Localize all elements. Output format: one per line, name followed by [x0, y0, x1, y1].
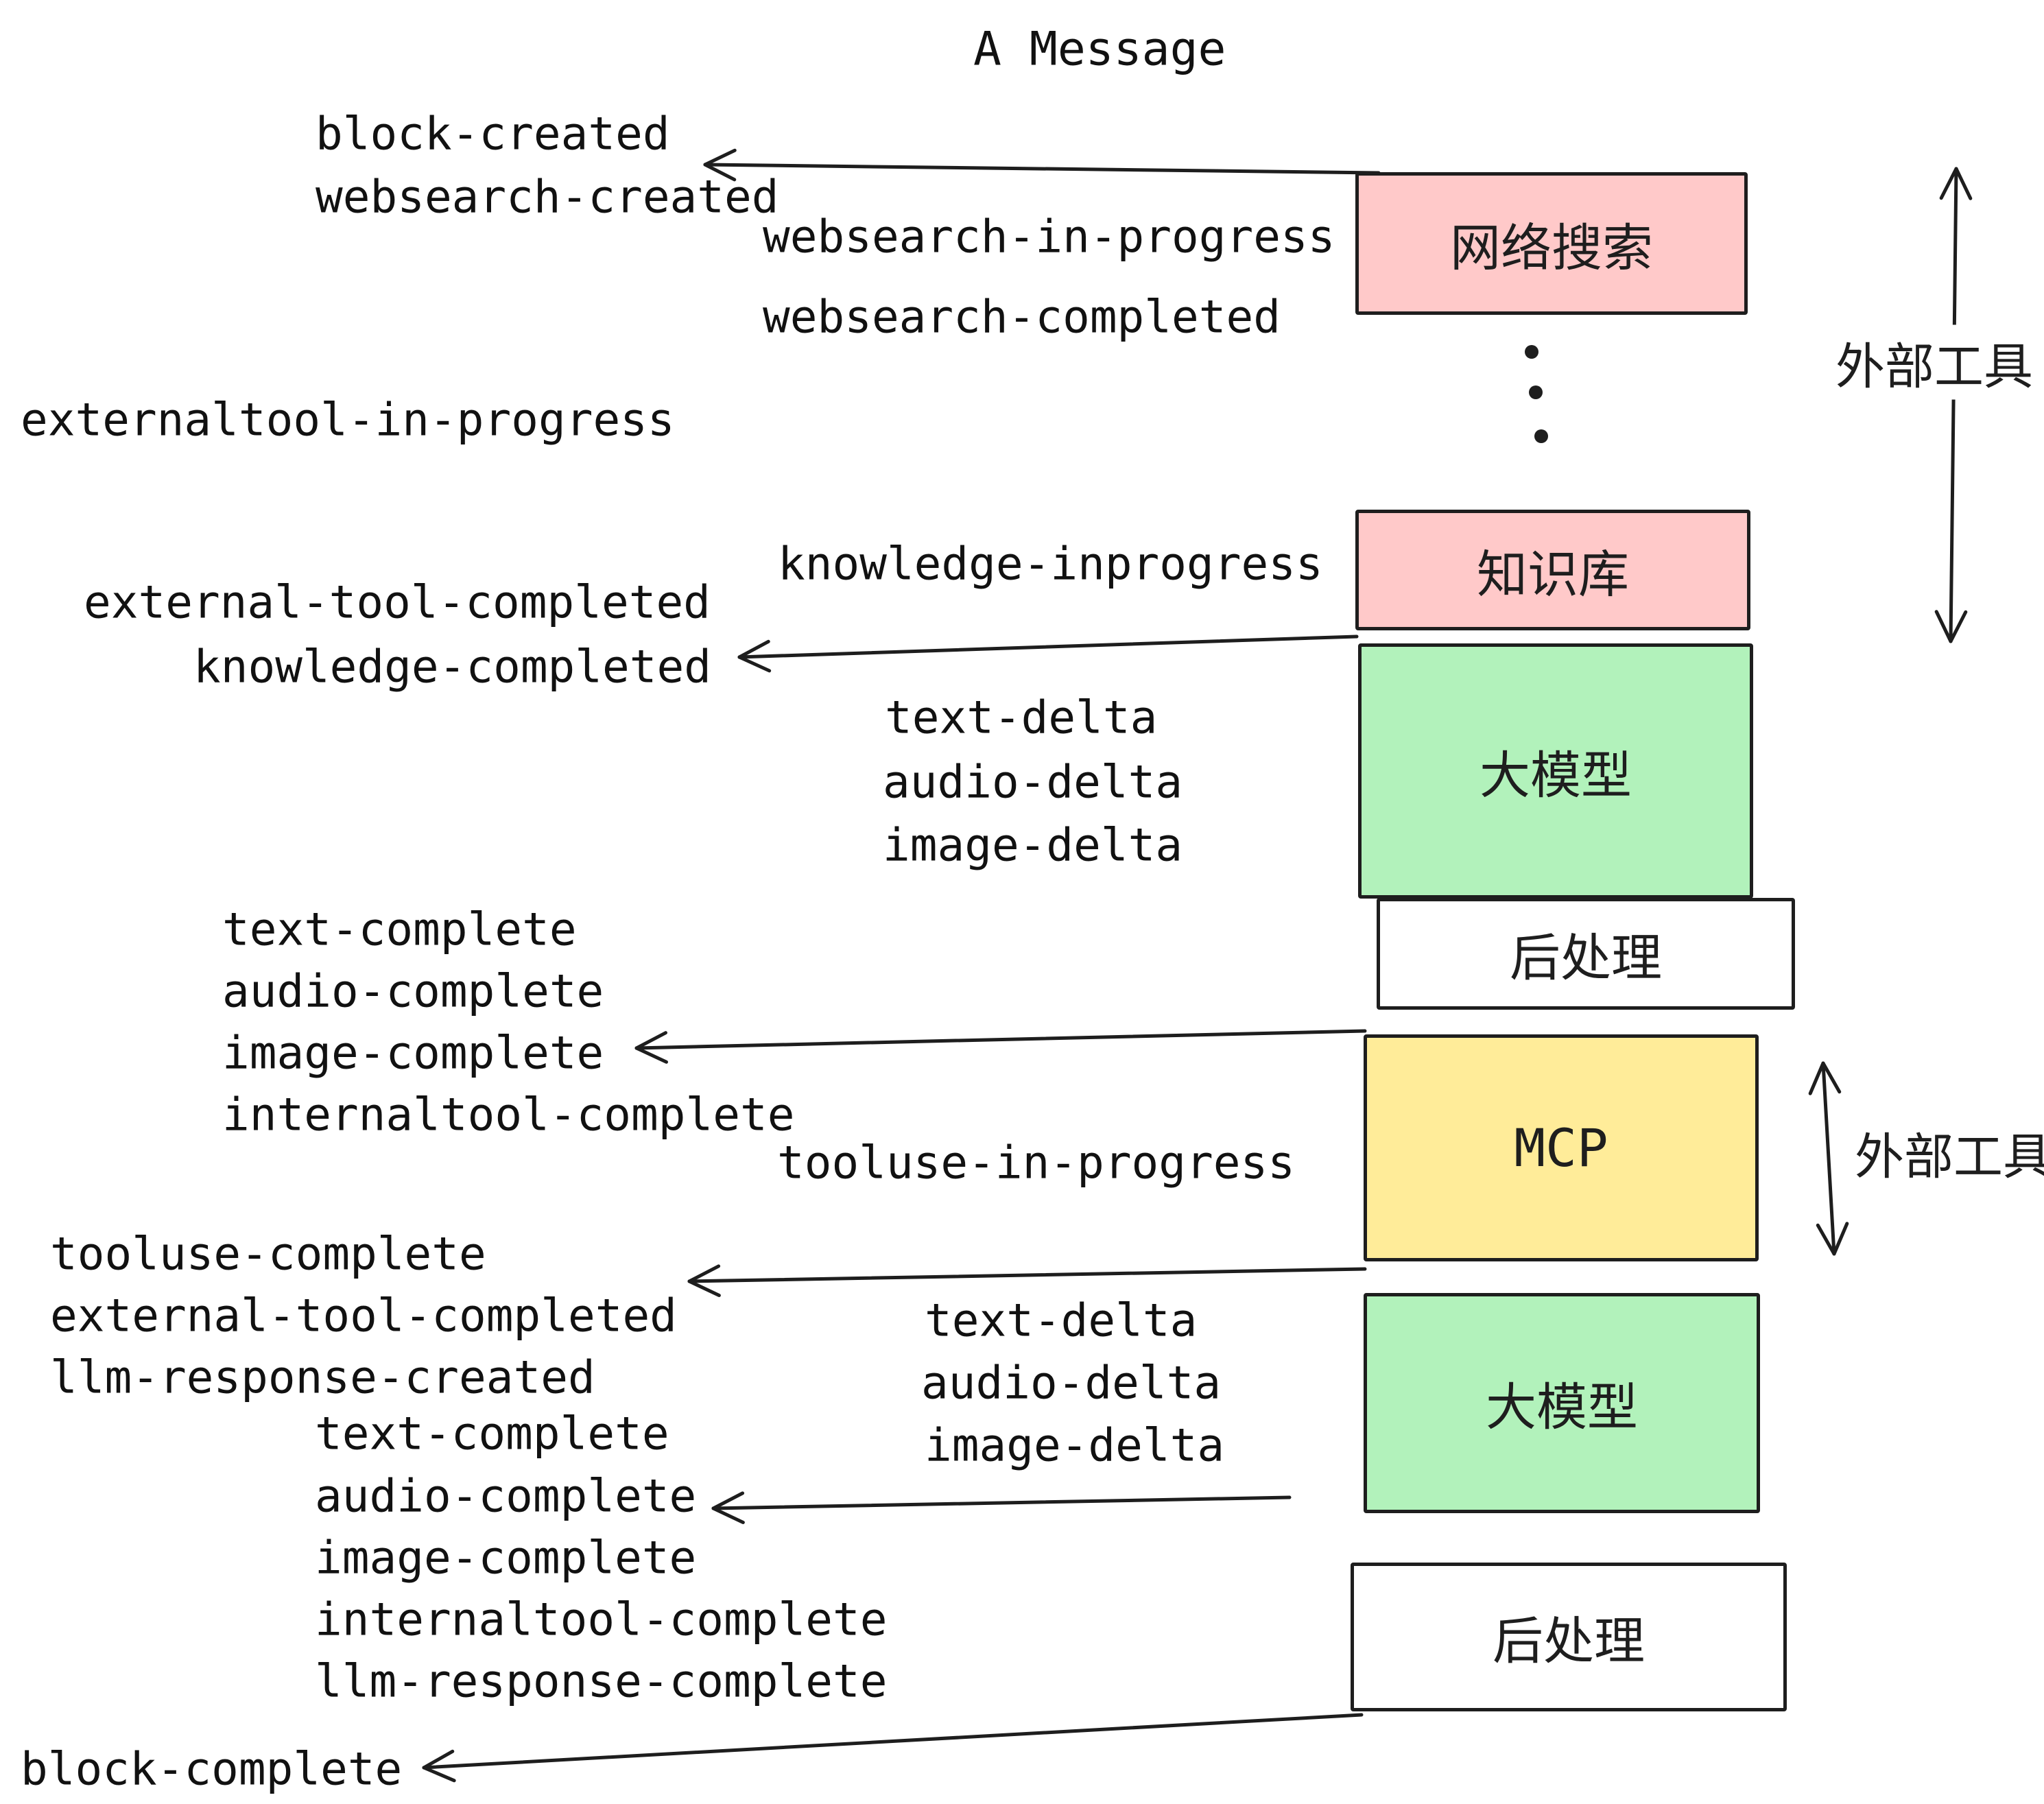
ellipsis-dot-3 [1534, 429, 1548, 443]
event-label-text-delta-2: text-delta [925, 1294, 1198, 1347]
node-label-llm-2: 大模型 [1486, 1378, 1638, 1437]
event-label-audio-delta-2: audio-delta [921, 1356, 1222, 1410]
node-label-websearch: 网络搜索 [1450, 218, 1653, 278]
ellipsis-dot-2 [1529, 385, 1543, 399]
event-label-websearch-completed: websearch-completed [763, 290, 1281, 344]
node-websearch: 网络搜索 [1355, 172, 1748, 315]
event-label-image-complete-2: image-complete [315, 1531, 697, 1585]
node-label-mcp: MCP [1514, 1117, 1608, 1178]
arrow-external-tools-span-2 [1821, 1061, 1836, 1256]
event-label-tooluse-complete: tooluse-complete [50, 1227, 486, 1281]
node-label-post-2: 后处理 [1493, 1612, 1645, 1671]
event-label-block-complete: block-complete [21, 1742, 403, 1796]
node-knowledge: 知识库 [1355, 510, 1750, 630]
arrow-arrow-to-audio-complete [711, 1495, 1292, 1510]
node-llm-1: 大模型 [1358, 643, 1753, 899]
event-label-internaltool-complete-2: internaltool-complete [315, 1593, 888, 1646]
node-mcp: MCP [1364, 1034, 1759, 1261]
event-label-text-complete-1: text-complete [222, 903, 577, 956]
event-label-websearch-in-progress: websearch-in-progress [763, 210, 1335, 263]
event-label-websearch-created: websearch-created [316, 170, 779, 224]
event-label-image-complete-1: image-complete [222, 1026, 604, 1080]
arrow-external-tools-span-1 [1949, 167, 1958, 643]
node-label-llm-1: 大模型 [1479, 746, 1632, 805]
node-post-2: 后处理 [1351, 1563, 1787, 1711]
side-label-external-tools-2: 外部工具 [1854, 1128, 2044, 1186]
event-label-externaltool-in-progress: externaltool-in-progress [21, 393, 675, 447]
node-label-post-1: 后处理 [1510, 929, 1662, 988]
event-label-knowledge-inprogress: knowledge-inprogress [778, 537, 1323, 591]
node-label-knowledge: 知识库 [1477, 545, 1629, 604]
event-label-llm-response-complete: llm-response-complete [315, 1654, 888, 1708]
arrow-arrow-to-image-complete [634, 1029, 1367, 1050]
event-label-audio-complete-1: audio-complete [222, 964, 604, 1018]
event-label-external-tool-completed-1: external-tool-completed [84, 575, 711, 629]
event-label-image-delta-1: image-delta [883, 818, 1183, 872]
arrow-arrow-to-knowledge-completed [737, 634, 1359, 659]
event-label-knowledge-completed: knowledge-completed [193, 640, 711, 693]
event-label-image-delta-2: image-delta [925, 1419, 1225, 1472]
event-label-audio-complete-2: audio-complete [315, 1469, 697, 1523]
event-label-external-tool-completed-2: external-tool-completed [50, 1289, 677, 1342]
diagram-title: A Message [973, 22, 1226, 77]
arrow-arrow-to-tooluse-complete [687, 1267, 1367, 1283]
event-label-text-delta-1: text-delta [885, 691, 1158, 744]
arrow-arrow-to-websearch-created [703, 163, 1381, 175]
event-label-audio-delta-1: audio-delta [883, 755, 1183, 809]
event-label-internaltool-complete-1: internaltool-complete [222, 1088, 795, 1141]
node-post-1: 后处理 [1377, 898, 1795, 1010]
node-llm-2: 大模型 [1364, 1293, 1760, 1513]
event-label-llm-response-created: llm-response-created [50, 1351, 595, 1404]
event-label-block-created: block-created [316, 107, 670, 161]
ellipsis-dot-1 [1525, 345, 1538, 359]
event-label-tooluse-in-progress: tooluse-in-progress [777, 1136, 1295, 1189]
event-label-text-complete-2: text-complete [315, 1407, 669, 1460]
side-label-external-tools-1: 外部工具 [1828, 324, 2041, 400]
arrow-arrow-to-block-complete [422, 1713, 1364, 1770]
